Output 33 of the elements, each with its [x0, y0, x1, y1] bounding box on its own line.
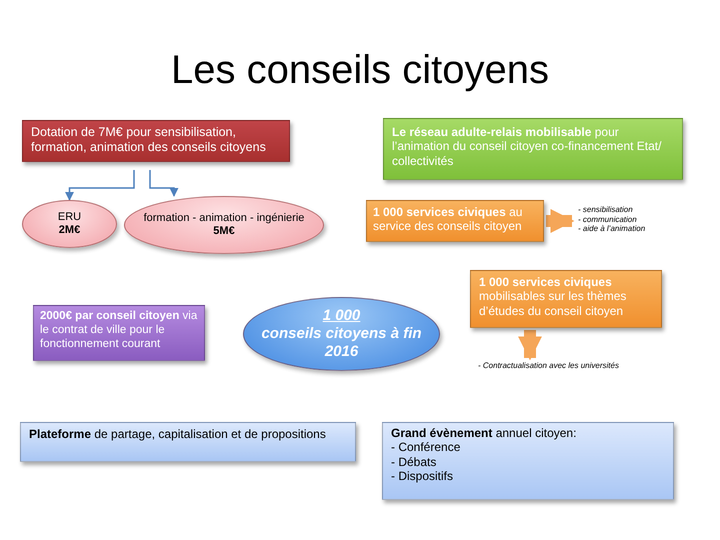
- node-text: - Contractualisation avec les universités: [478, 361, 620, 371]
- node-subtext: - Débats: [391, 454, 438, 470]
- node-text: Dotation de 7M€ pour sensibilisation, formation, animation des conseils citoyens: [31, 125, 267, 155]
- node-text: Plateforme de partage, capitalisation et de propositions: [29, 427, 327, 442]
- node-text: Le réseau adulte-relais mobilisable pour l’animation du conseil citoyen co-financement Etat/ collectivités: [392, 125, 662, 168]
- node-text: 2000€ par conseil citoyen via le contrat de ville pour le fonctionnement courant: [40, 310, 198, 352]
- funding-box: [22, 120, 290, 162]
- node-subtext: - communication: [578, 214, 638, 224]
- node-text: 1 000 services civiques mobilisables sur les thèmes d’études du conseil citoyen: [479, 275, 628, 318]
- node-text: 1 000: [322, 307, 360, 325]
- arrow: [65, 170, 135, 201]
- service-box: [470, 270, 662, 328]
- event-box: [382, 422, 674, 500]
- node-subtext: - Conférence: [391, 440, 462, 455]
- node-subtext: - aide à l’animation: [578, 224, 646, 234]
- node-text: Grand évènement annuel citoyen:: [391, 426, 578, 440]
- node-text: - sensibilisation: [578, 205, 634, 215]
- slide-title: Les conseils citoyens: [170, 48, 550, 93]
- node-subtext: - Dispositifs: [391, 469, 454, 484]
- block-arrow: [546, 209, 574, 233]
- service-box: [366, 200, 544, 242]
- node-subtext: 2M€: [58, 224, 80, 238]
- block-arrow: [518, 330, 542, 360]
- network-box: [383, 118, 683, 180]
- funding-ellipse: [22, 200, 117, 248]
- node-text: formation - animation - ingénierie: [144, 212, 304, 225]
- arrow: [149, 170, 178, 197]
- node-text: ERU: [58, 210, 82, 224]
- node-subtext: 5M€: [213, 225, 235, 238]
- platform-box: [20, 422, 356, 462]
- budget-box: [33, 305, 205, 361]
- node-subtext: conseils citoyens à fin 2016: [260, 325, 423, 361]
- node-text: 1 000 services civiques au service des conseils citoyen: [373, 205, 524, 234]
